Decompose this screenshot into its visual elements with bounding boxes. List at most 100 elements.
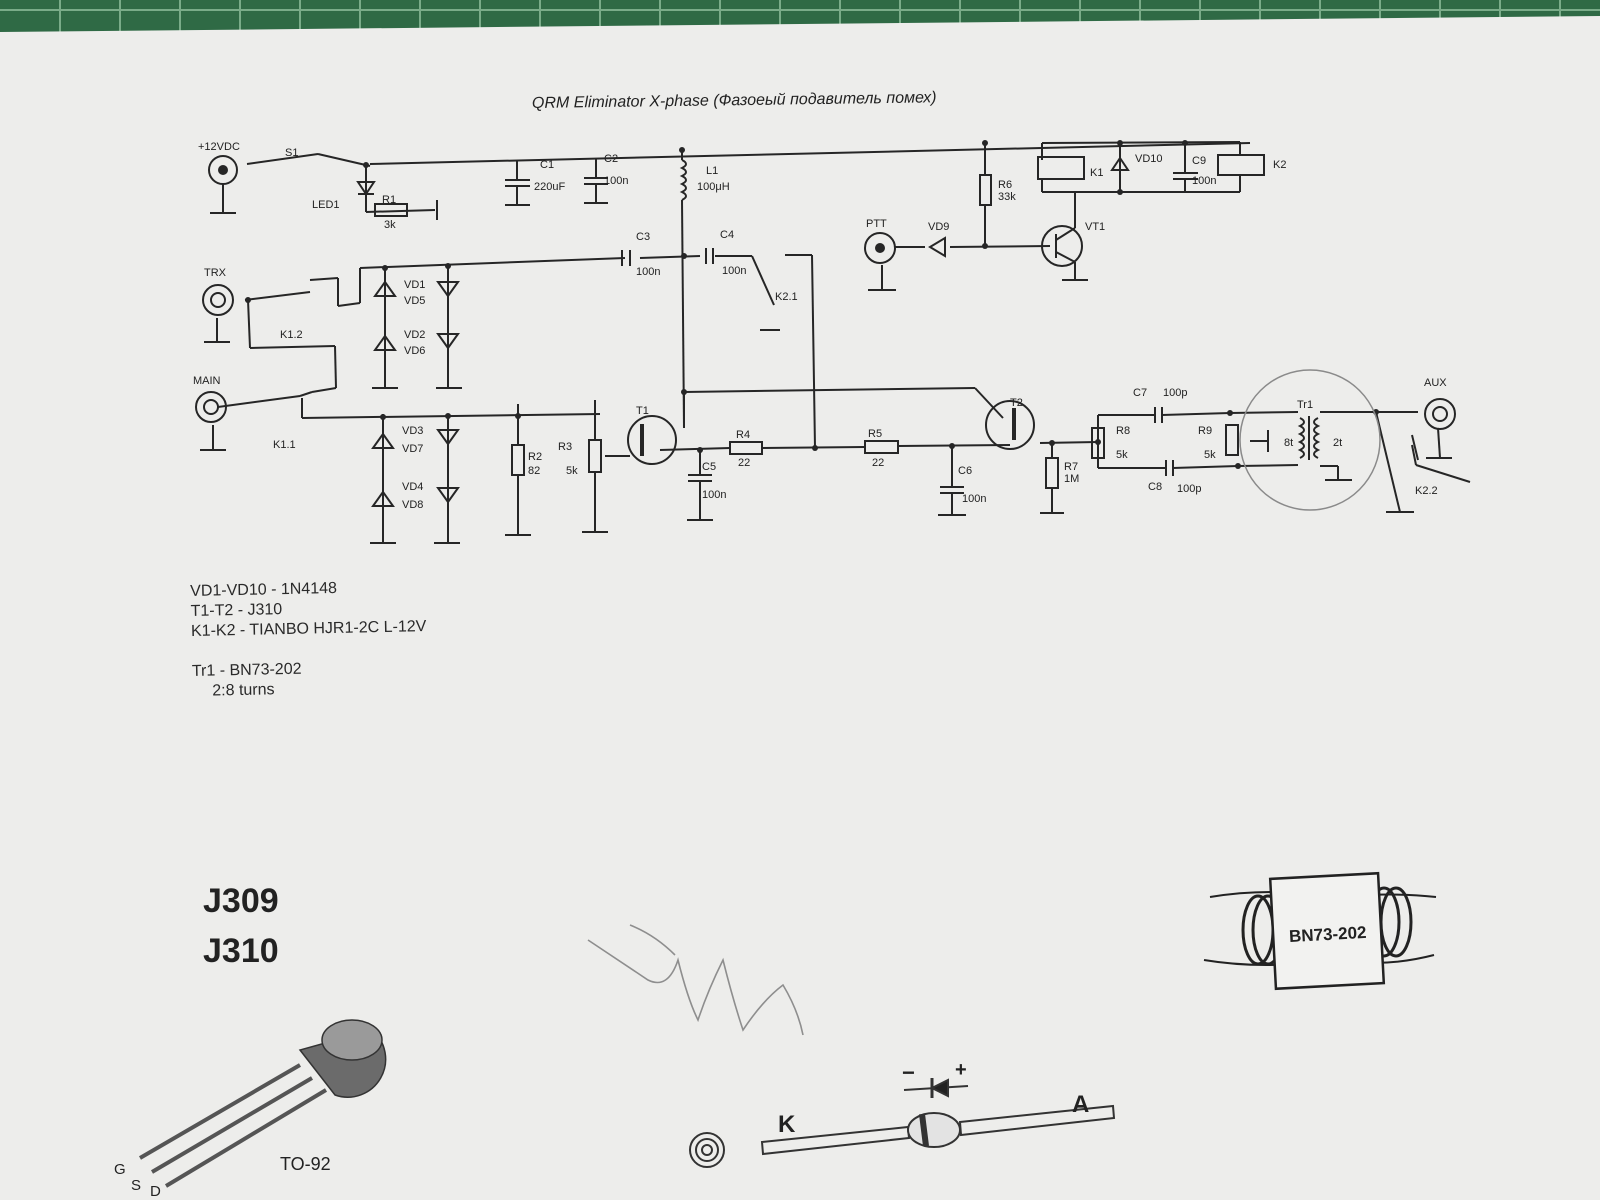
label-c6: C6 <box>958 465 972 477</box>
label-c2-val: 100n <box>604 175 628 187</box>
label-power: +12VDC <box>198 141 240 153</box>
label-r6: R6 <box>998 179 1012 191</box>
label-r1: R1 <box>382 194 396 206</box>
label-r8-val: 5k <box>1116 449 1128 461</box>
label-c8-val: 100p <box>1177 483 1201 495</box>
label-c2: C2 <box>604 153 618 165</box>
circuit-wiring <box>200 141 1471 544</box>
label-r4-val: 22 <box>738 457 750 469</box>
trx-jack <box>202 284 234 316</box>
diode-minus-label: − <box>902 1060 915 1085</box>
vd6-diode-icon <box>436 333 460 350</box>
label-led1: LED1 <box>312 199 340 211</box>
label-c9: C9 <box>1192 155 1206 167</box>
label-vt1: VT1 <box>1085 221 1105 233</box>
label-ptt: PTT <box>866 218 887 230</box>
core-label: BN73-202 <box>1289 923 1367 946</box>
k2-relay-coil <box>1217 154 1265 176</box>
bn73-core-drawing <box>1203 871 1437 991</box>
r4-resistor <box>729 441 763 455</box>
vd2-diode-icon <box>373 334 397 351</box>
label-r2-val: 82 <box>528 465 540 477</box>
label-r2: R2 <box>528 451 542 463</box>
ptt-jack <box>864 232 896 264</box>
power-jack <box>208 155 238 185</box>
r1-resistor <box>374 203 408 217</box>
label-s1: S1 <box>285 147 298 159</box>
label-k1-1: K1.1 <box>273 439 296 451</box>
label-r3: R3 <box>558 441 572 453</box>
vd3-diode-icon <box>371 432 395 449</box>
diode-pinout-drawing <box>689 1078 1116 1168</box>
vd5-diode-icon <box>436 281 460 298</box>
r7-resistor <box>1045 457 1059 489</box>
label-c7-val: 100p <box>1163 387 1187 399</box>
led1-icon <box>356 181 376 196</box>
parts-list: VD1-VD10 - 1N4148 T1-T2 - J310 K1-K2 - T… <box>190 575 512 702</box>
label-tr1-w2: 2t <box>1333 437 1342 449</box>
tr1-winding-2t <box>1313 417 1321 459</box>
label-c7: C7 <box>1133 387 1147 399</box>
pin-label-s: S <box>131 1177 141 1194</box>
vd8-diode-icon <box>436 487 460 504</box>
label-tr1-w1: 8t <box>1284 437 1293 449</box>
vt1-transistor <box>1041 225 1083 267</box>
label-r9-val: 5k <box>1204 449 1216 461</box>
label-r6-val: 33k <box>998 191 1016 203</box>
label-vd6: VD6 <box>404 345 425 357</box>
label-r4: R4 <box>736 429 750 441</box>
part-label-j310: J310 <box>203 932 279 970</box>
to92-transistor-icon <box>138 1019 387 1188</box>
label-vd2: VD2 <box>404 329 425 341</box>
label-c9-val: 100n <box>1192 175 1216 187</box>
label-k1-2: K1.2 <box>280 329 303 341</box>
label-k2-1: K2.1 <box>775 291 798 303</box>
aux-jack <box>1424 398 1456 430</box>
paper-sheet <box>0 16 1600 1200</box>
label-r3-val: 5k <box>566 465 578 477</box>
label-k2-2: K2.2 <box>1415 485 1438 497</box>
label-vd8: VD8 <box>402 499 423 511</box>
vd10-diode-icon <box>1110 156 1130 171</box>
t2-transistor <box>985 400 1035 450</box>
schematic-title: QRM Eliminator X-phase (Фазоеый подавите… <box>532 89 937 112</box>
label-c1: C1 <box>540 159 554 171</box>
label-trx: TRX <box>204 267 227 279</box>
r2-resistor <box>511 444 525 476</box>
label-c1-val: 220uF <box>534 181 565 193</box>
component-symbols <box>356 154 1419 511</box>
label-c5: C5 <box>702 461 716 473</box>
label-c6-val: 100n <box>962 493 986 505</box>
label-c8: C8 <box>1148 481 1162 493</box>
r5-resistor <box>864 440 899 454</box>
label-l1: L1 <box>706 165 718 177</box>
tr1-winding-8t <box>1297 417 1305 459</box>
r6-resistor <box>979 174 992 206</box>
junction-dots <box>245 140 1379 469</box>
part-label-j309: J309 <box>203 882 279 920</box>
label-r7-val: 1M <box>1064 473 1079 485</box>
r3-resistor <box>588 439 602 473</box>
r9-resistor <box>1225 424 1239 456</box>
label-r8: R8 <box>1116 425 1130 437</box>
label-r1-val: 3k <box>384 219 396 231</box>
label-main: MAIN <box>193 375 221 387</box>
label-aux: AUX <box>1424 377 1447 389</box>
label-tr1: Tr1 <box>1297 399 1313 411</box>
vd9-diode-icon <box>928 236 946 258</box>
t1-transistor <box>627 415 677 465</box>
label-c3: C3 <box>636 231 650 243</box>
label-k1: K1 <box>1090 167 1103 179</box>
vd4-diode-icon <box>371 490 395 507</box>
pin-label-g: G <box>114 1161 126 1178</box>
label-c5-val: 100n <box>702 489 726 501</box>
diode-k-label: K <box>778 1111 796 1138</box>
label-vd9: VD9 <box>928 221 949 233</box>
pencil-scribble <box>587 924 804 1036</box>
pin-label-d: D <box>150 1183 161 1200</box>
label-r5-val: 22 <box>872 457 884 469</box>
label-l1-val: 100μH <box>697 181 730 193</box>
label-vd10: VD10 <box>1135 153 1163 165</box>
